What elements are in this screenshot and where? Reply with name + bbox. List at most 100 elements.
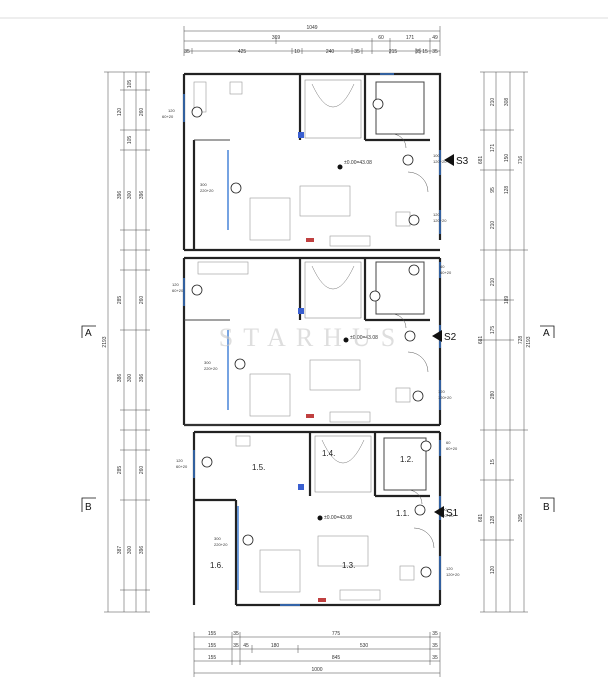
- win-tag-5a: 300: [204, 360, 211, 365]
- dim-right-7: 95: [490, 187, 496, 193]
- win-tag-10a: 60: [446, 440, 451, 445]
- dim-left-12: 396: [139, 374, 145, 383]
- dim-right-19: 128: [490, 516, 496, 525]
- section-a-right: A: [543, 328, 550, 339]
- section-b-right: B: [543, 502, 550, 513]
- dim-bottom-4: 35: [432, 631, 438, 637]
- top-dimensions: [183, 26, 441, 56]
- win-tag-6a: 60: [440, 264, 445, 269]
- room-label-1-5: 1.5.: [252, 463, 265, 472]
- win-tag-12b: 120+20: [446, 572, 460, 577]
- win-tag-7a: 120: [438, 389, 445, 394]
- windows: [183, 73, 441, 606]
- dim-left-8: 285: [117, 296, 123, 305]
- dim-top-b: 60: [378, 35, 384, 41]
- win-tag-1b: 60+20: [162, 114, 174, 119]
- left-ticks: [104, 71, 150, 613]
- dim-left-total: 2193: [102, 336, 108, 347]
- elevation-3: ±0.00=43.08: [344, 160, 372, 166]
- dim-right-3: 171: [490, 144, 496, 153]
- win-tag-6b: 60+20: [440, 270, 452, 275]
- elevation-1: ±0.00=43.08: [324, 515, 352, 521]
- win-tag-7b: 120+20: [438, 395, 452, 400]
- win-tag-11b: 220+20: [440, 513, 454, 518]
- watermark: STARHUS: [219, 323, 405, 352]
- dim-bottom-8: 180: [271, 643, 280, 649]
- interior-walls: [184, 81, 427, 491]
- dim-top-total: 1049: [306, 25, 317, 31]
- dim-right-17: 681: [478, 514, 484, 523]
- win-tag-3a: 120: [433, 212, 440, 217]
- dim-bottom-2: 35: [233, 631, 239, 637]
- right-ticks: [480, 71, 528, 613]
- dim-right-13: 728: [518, 336, 524, 345]
- dim-top-l: 15: [422, 49, 428, 55]
- dim-bottom-11: 155: [208, 655, 217, 661]
- win-tag-8b: 60+20: [176, 464, 188, 469]
- win-tag-4a: 120: [172, 282, 179, 287]
- left-dimensions: [107, 72, 147, 612]
- right-dimensions: [483, 72, 525, 612]
- win-tag-s3a: 100: [433, 153, 440, 158]
- dim-top-i: 35: [354, 49, 360, 55]
- dim-bottom-12: 845: [332, 655, 341, 661]
- dim-right-12: 189: [504, 296, 510, 305]
- room-label-1-3: 1.3.: [342, 561, 355, 570]
- room-label-1-2: 1.2.: [400, 455, 413, 464]
- dim-left-7: 396: [139, 191, 145, 200]
- dim-right-4: 716: [518, 156, 524, 165]
- dim-left-17: 396: [139, 546, 145, 555]
- dim-bottom-6: 35: [233, 643, 239, 649]
- dim-right-20: 120: [490, 566, 496, 575]
- dim-top-k: 35: [415, 49, 421, 55]
- dim-right-15: 280: [490, 391, 496, 400]
- room-label-1-6: 1.6.: [210, 561, 223, 570]
- section-a-left: A: [85, 328, 92, 339]
- dim-bottom-total: 1000: [311, 667, 322, 673]
- win-tag-3b: 120+20: [433, 218, 447, 223]
- dim-left-6: 300: [127, 191, 133, 200]
- section-arrows: [432, 154, 454, 518]
- room-label-1-1: 1.1.: [396, 509, 409, 518]
- room-label-1-4: 1.4.: [322, 449, 335, 458]
- section-markers-ab: [81, 325, 555, 512]
- dim-right-10: 210: [490, 278, 496, 287]
- stairs: [304, 79, 372, 493]
- dim-top-e: 35: [184, 49, 190, 55]
- dim-top-f: 425: [238, 49, 247, 55]
- dim-left-9: 260: [139, 296, 145, 305]
- win-tag-9a: 300: [214, 536, 221, 541]
- section-s1: S1: [446, 508, 459, 519]
- dim-right-8: 128: [504, 186, 510, 195]
- dim-right-11: 681: [478, 336, 484, 345]
- door-markers: [298, 132, 304, 490]
- dim-left-15: 387: [117, 546, 123, 555]
- elevation-2: ±0.00=43.08: [350, 335, 378, 341]
- dim-right-9: 210: [490, 221, 496, 230]
- dim-left-11: 300: [127, 374, 133, 383]
- dim-left-5: 396: [117, 191, 123, 200]
- bottom-dimensions: [193, 632, 441, 677]
- win-tag-2b: 220+20: [200, 188, 214, 193]
- dim-top-h: 240: [326, 49, 335, 55]
- dim-bottom-5: 155: [208, 643, 217, 649]
- dim-right-16: 15: [490, 459, 496, 465]
- win-tag-12a: 120: [446, 566, 453, 571]
- win-tag-8a: 120: [176, 458, 183, 463]
- dim-left-1: 105: [127, 80, 133, 89]
- dim-top-a: 369: [272, 35, 281, 41]
- dim-top-g: 10: [294, 49, 300, 55]
- section-b-left: B: [85, 502, 92, 513]
- dim-right-6: 150: [504, 154, 510, 163]
- dim-left-10: 386: [117, 374, 123, 383]
- dim-right-14: 175: [490, 326, 496, 335]
- dim-left-4: 105: [127, 136, 133, 145]
- dim-left-3: 260: [139, 108, 145, 117]
- section-s2: S2: [444, 332, 457, 343]
- dim-left-13: 285: [117, 466, 123, 475]
- dim-top-d: 49: [432, 35, 438, 41]
- win-tag-2a: 300: [200, 182, 207, 187]
- win-tag-10b: 60+20: [446, 446, 458, 451]
- dim-left-2: 120: [117, 108, 123, 117]
- dim-bottom-9: 530: [360, 643, 369, 649]
